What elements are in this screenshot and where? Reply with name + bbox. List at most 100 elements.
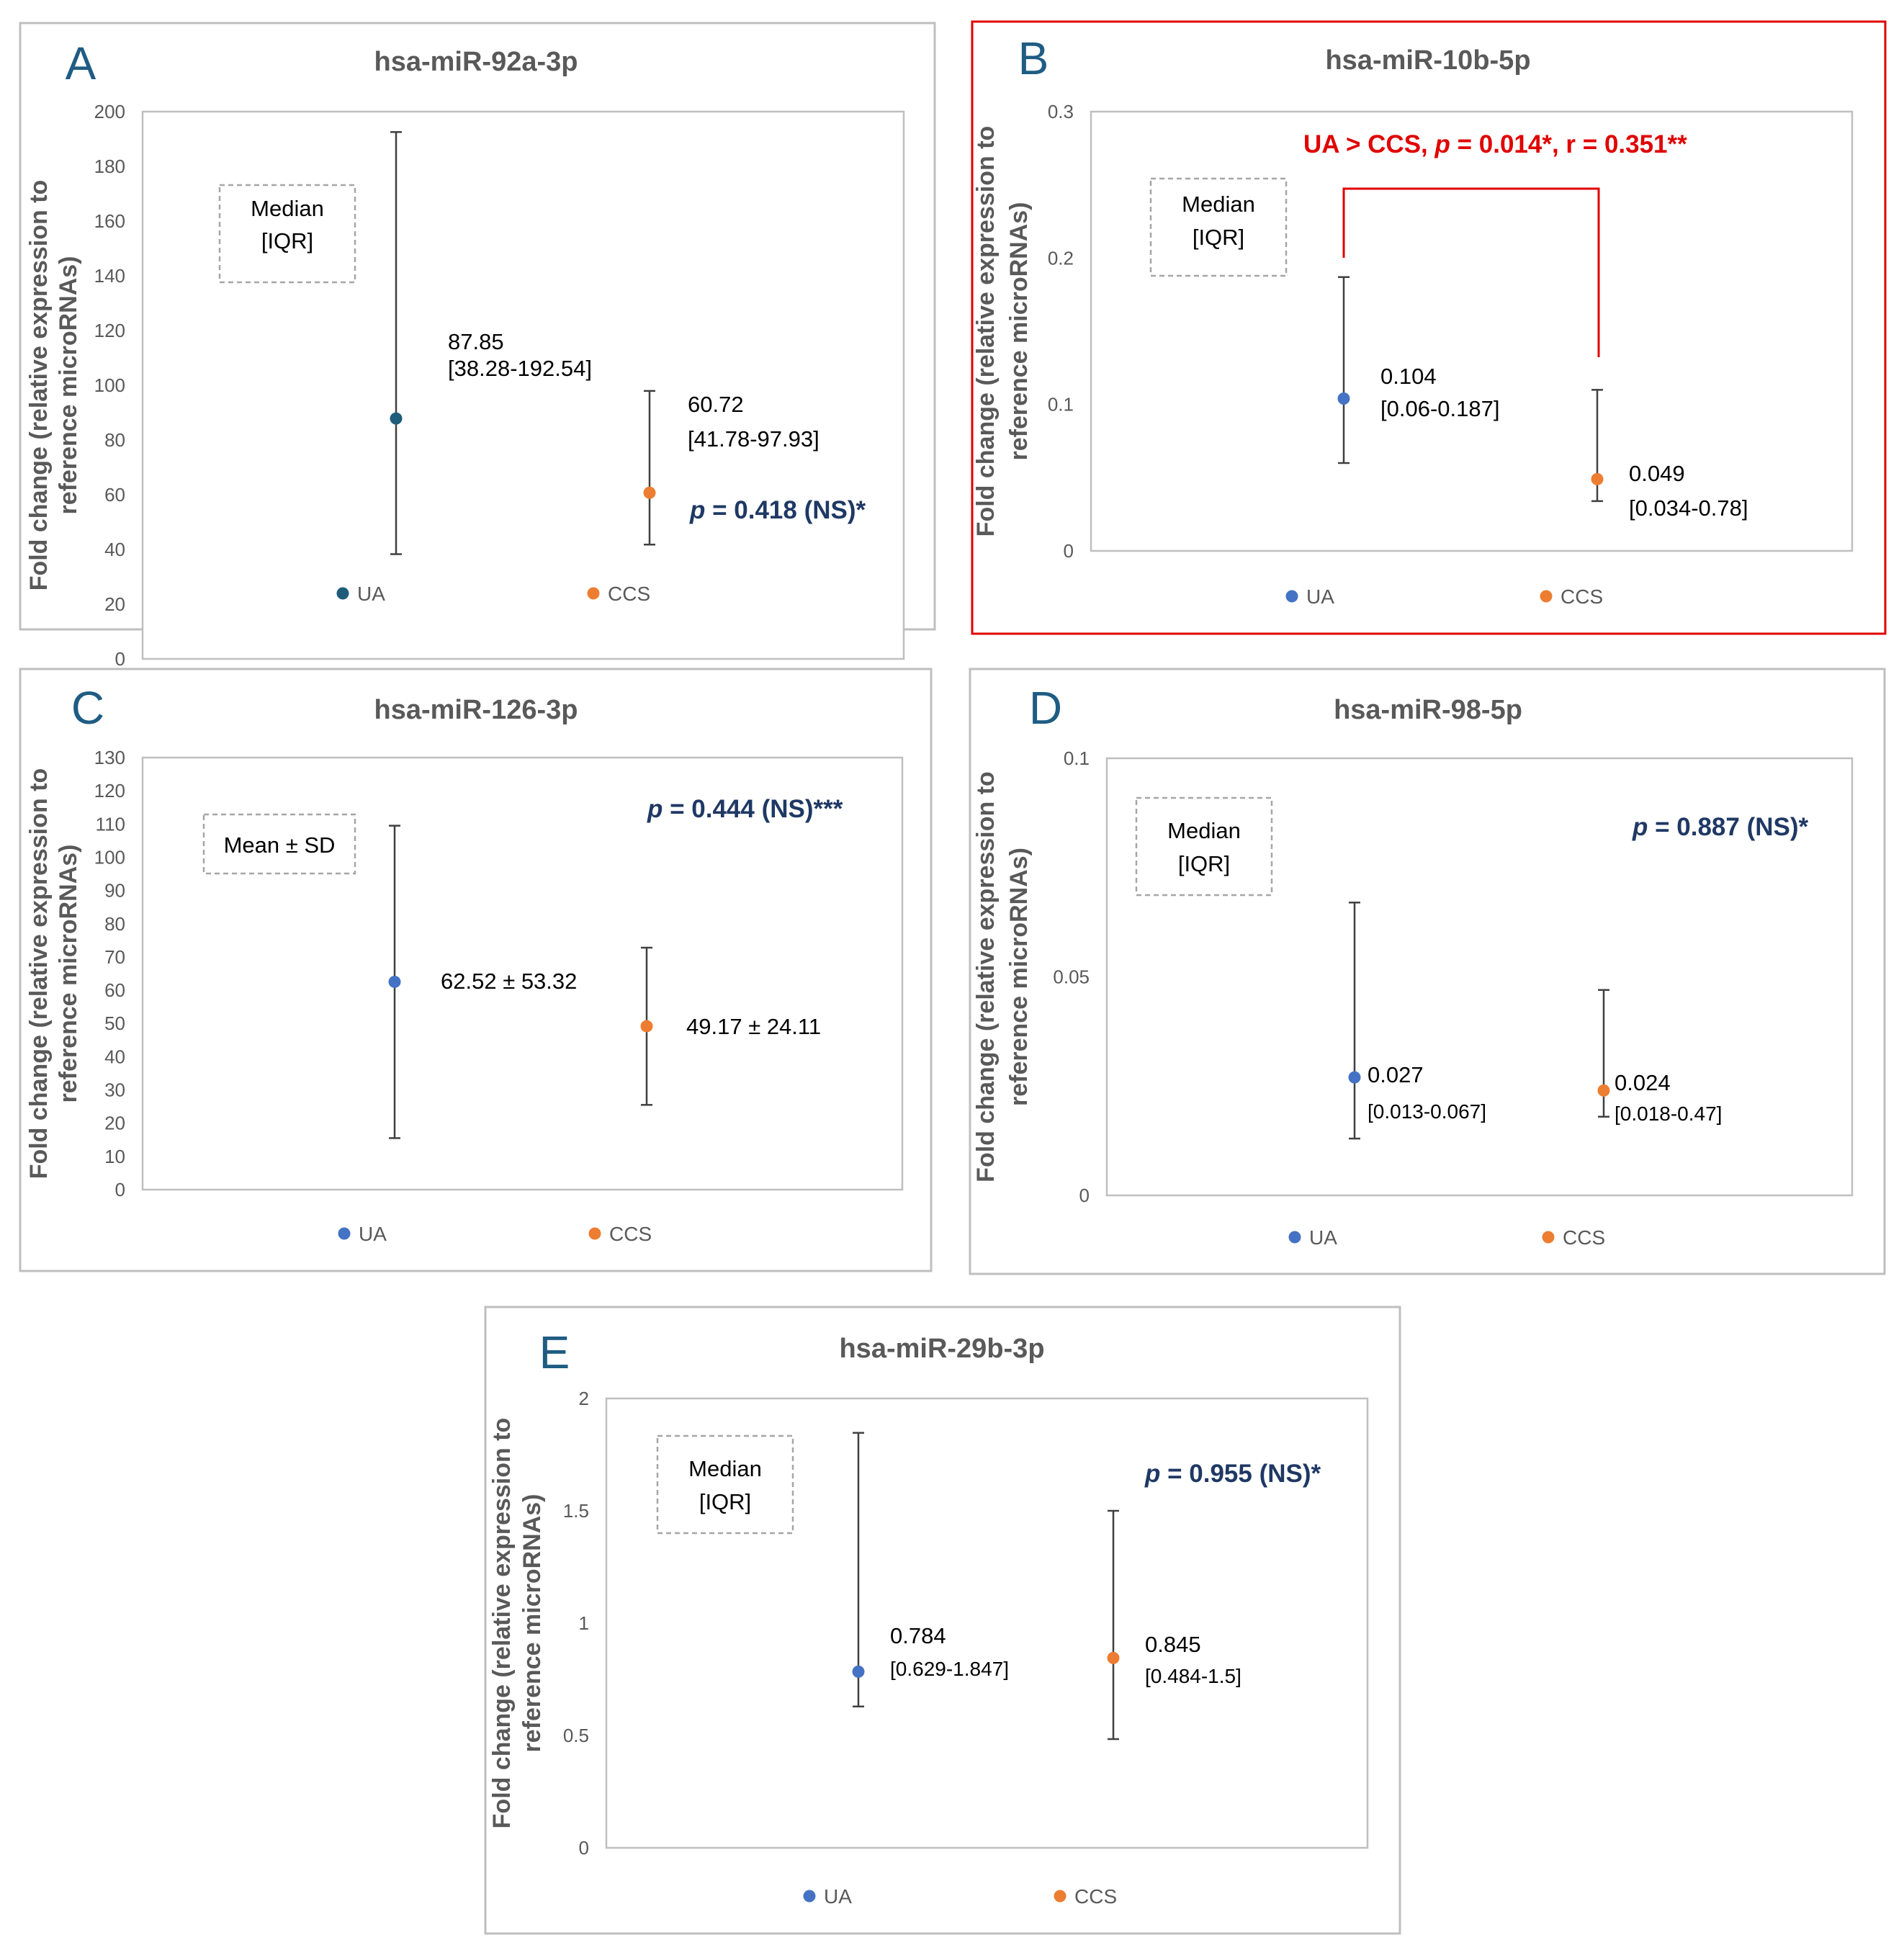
plot-area <box>141 756 904 1191</box>
y-tick-label: 200 <box>94 101 125 122</box>
legend-label: UA <box>1306 585 1334 608</box>
y-tick-label: 80 <box>104 429 125 451</box>
chart-title: hsa-miR-98-5p <box>1334 695 1522 725</box>
data-point-ccs <box>643 486 656 499</box>
y-tick-label: 0.2 <box>1048 247 1074 269</box>
legend-marker-ccs <box>588 1227 601 1240</box>
data-point-ccs <box>640 1020 653 1033</box>
y-tick-label: 30 <box>104 1079 125 1101</box>
stat-type-label: [IQR] <box>261 228 313 253</box>
legend-marker-ccs <box>587 587 600 600</box>
legend-marker-ua <box>803 1890 816 1903</box>
legend-marker-ua <box>336 587 349 600</box>
y-tick-label: 100 <box>94 374 125 396</box>
chart-title: hsa-miR-29b-3p <box>839 1334 1044 1364</box>
y-tick-label: 0 <box>579 1837 589 1859</box>
stat-type-label: Median <box>1182 192 1255 217</box>
y-tick-label: 180 <box>94 156 125 177</box>
y-tick-label: 1.5 <box>563 1500 589 1522</box>
stat-type-box <box>656 1434 794 1535</box>
p-value-text: = 0.418 (NS)* <box>705 496 866 524</box>
stat-type-label: Mean ± SD <box>224 832 336 858</box>
y-tick-label: 140 <box>94 265 125 287</box>
y-axis-label: reference microRNAs) <box>1005 848 1033 1106</box>
stat-type-label: [IQR] <box>1193 225 1244 250</box>
y-axis-label: Fold change (relative expression to <box>488 1418 516 1829</box>
y-axis-label: reference microRNAs) <box>518 1494 546 1752</box>
stat-type-box <box>202 813 356 875</box>
y-tick-label: 20 <box>104 593 125 615</box>
significance-text: = 0.014*, r = 0.351** <box>1450 130 1687 158</box>
data-label: 87.85 <box>448 329 504 354</box>
y-tick-label: 80 <box>104 913 125 935</box>
legend-marker-ccs <box>1542 1231 1555 1244</box>
plot-area <box>605 1397 1369 1849</box>
p-value-text: = 0.955 (NS)* <box>1160 1460 1321 1488</box>
y-tick-label: 120 <box>94 320 125 341</box>
panel-letter: D <box>1029 682 1062 734</box>
legend-label: CCS <box>1563 1226 1605 1249</box>
legend-marker-ccs <box>1540 590 1553 603</box>
data-sublabel: [0.484-1.5] <box>1145 1665 1241 1687</box>
data-sublabel: [41.78-97.93] <box>688 426 819 452</box>
y-axis-label: Fold change (relative expression to <box>25 768 53 1180</box>
data-label: 0.049 <box>1629 461 1685 486</box>
legend-label: CCS <box>1561 585 1603 608</box>
p-symbol: p <box>689 496 705 524</box>
p-symbol: p <box>1144 1460 1160 1488</box>
y-tick-label: 0.1 <box>1048 394 1074 416</box>
stat-type-label: Median <box>688 1456 762 1481</box>
data-label: 0.024 <box>1615 1070 1671 1095</box>
y-tick-label: 0.5 <box>563 1725 589 1746</box>
y-tick-label: 40 <box>104 539 125 560</box>
data-label: 60.72 <box>688 392 744 417</box>
y-tick-label: 0.1 <box>1064 747 1090 769</box>
legend-marker-ua <box>1285 590 1298 603</box>
p-value-label: p = 0.444 (NS)*** <box>647 795 843 823</box>
chart-title: hsa-miR-10b-5p <box>1325 45 1530 76</box>
p-value-label: p = 0.418 (NS)* <box>689 496 866 524</box>
y-tick-label: 0 <box>115 1179 125 1200</box>
y-tick-label: 40 <box>104 1046 125 1067</box>
data-sublabel: [0.06-0.187] <box>1380 396 1499 421</box>
y-tick-label: 0 <box>1064 540 1074 562</box>
legend-label: CCS <box>1074 1885 1117 1908</box>
data-point-ua <box>852 1665 865 1678</box>
panel-letter: E <box>539 1326 570 1378</box>
stat-type-label: [IQR] <box>699 1489 751 1514</box>
p-symbol: p <box>1434 130 1450 158</box>
y-tick-label: 70 <box>104 946 125 968</box>
panel-letter: A <box>66 37 96 89</box>
y-tick-label: 0 <box>1079 1185 1090 1206</box>
y-axis-label: reference microRNAs) <box>55 844 82 1103</box>
stat-type-label: Median <box>251 196 324 221</box>
y-tick-label: 110 <box>96 813 125 835</box>
y-tick-label: 1 <box>579 1612 589 1634</box>
data-point-ua <box>1348 1071 1361 1084</box>
y-tick-label: 0.3 <box>1048 101 1074 122</box>
stat-type-box <box>1149 177 1288 277</box>
legend-marker-ua <box>1288 1231 1301 1244</box>
stat-type-box <box>218 184 356 284</box>
data-label: 62.52 ± 53.32 <box>441 969 577 994</box>
plot-area <box>141 110 905 660</box>
legend-label: UA <box>357 583 385 605</box>
data-point-ccs <box>1597 1084 1610 1097</box>
y-tick-label: 2 <box>579 1388 589 1409</box>
y-tick-label: 60 <box>104 484 125 506</box>
p-symbol: p <box>1632 813 1648 841</box>
y-tick-label: 100 <box>94 846 125 868</box>
y-axis-label: reference microRNAs) <box>55 256 82 514</box>
significance-prefix: UA > CCS, <box>1303 130 1435 158</box>
data-point-ua <box>390 412 403 425</box>
legend-label: UA <box>359 1223 387 1245</box>
data-point-ua <box>1337 392 1350 405</box>
data-point-ua <box>388 975 401 988</box>
data-label: 0.784 <box>890 1623 946 1648</box>
p-symbol: p <box>647 795 663 823</box>
